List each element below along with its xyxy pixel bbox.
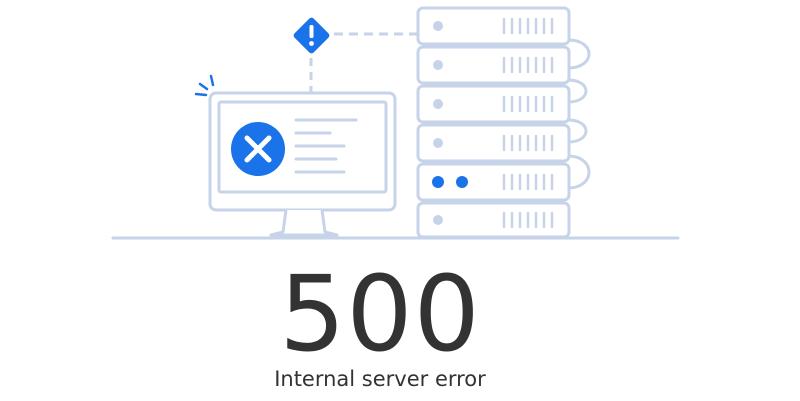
error-code: 500 [279, 253, 481, 375]
server-unit [416, 84, 571, 124]
server-unit [416, 6, 571, 46]
server-cables [567, 38, 591, 190]
server-rack-icon [416, 6, 571, 239]
monitor-text-lines [294, 118, 358, 174]
status-led-icon [456, 176, 468, 188]
warning-diamond-icon [293, 17, 330, 54]
server-unit [416, 123, 571, 163]
server-unit-active [416, 162, 571, 202]
error-x-icon [231, 122, 285, 176]
error-illustration [111, 6, 680, 240]
spark-icon [194, 74, 215, 97]
status-led-icon [432, 176, 444, 188]
server-unit [416, 45, 571, 85]
error-message: Internal server error [274, 367, 486, 391]
server-unit [416, 201, 571, 239]
